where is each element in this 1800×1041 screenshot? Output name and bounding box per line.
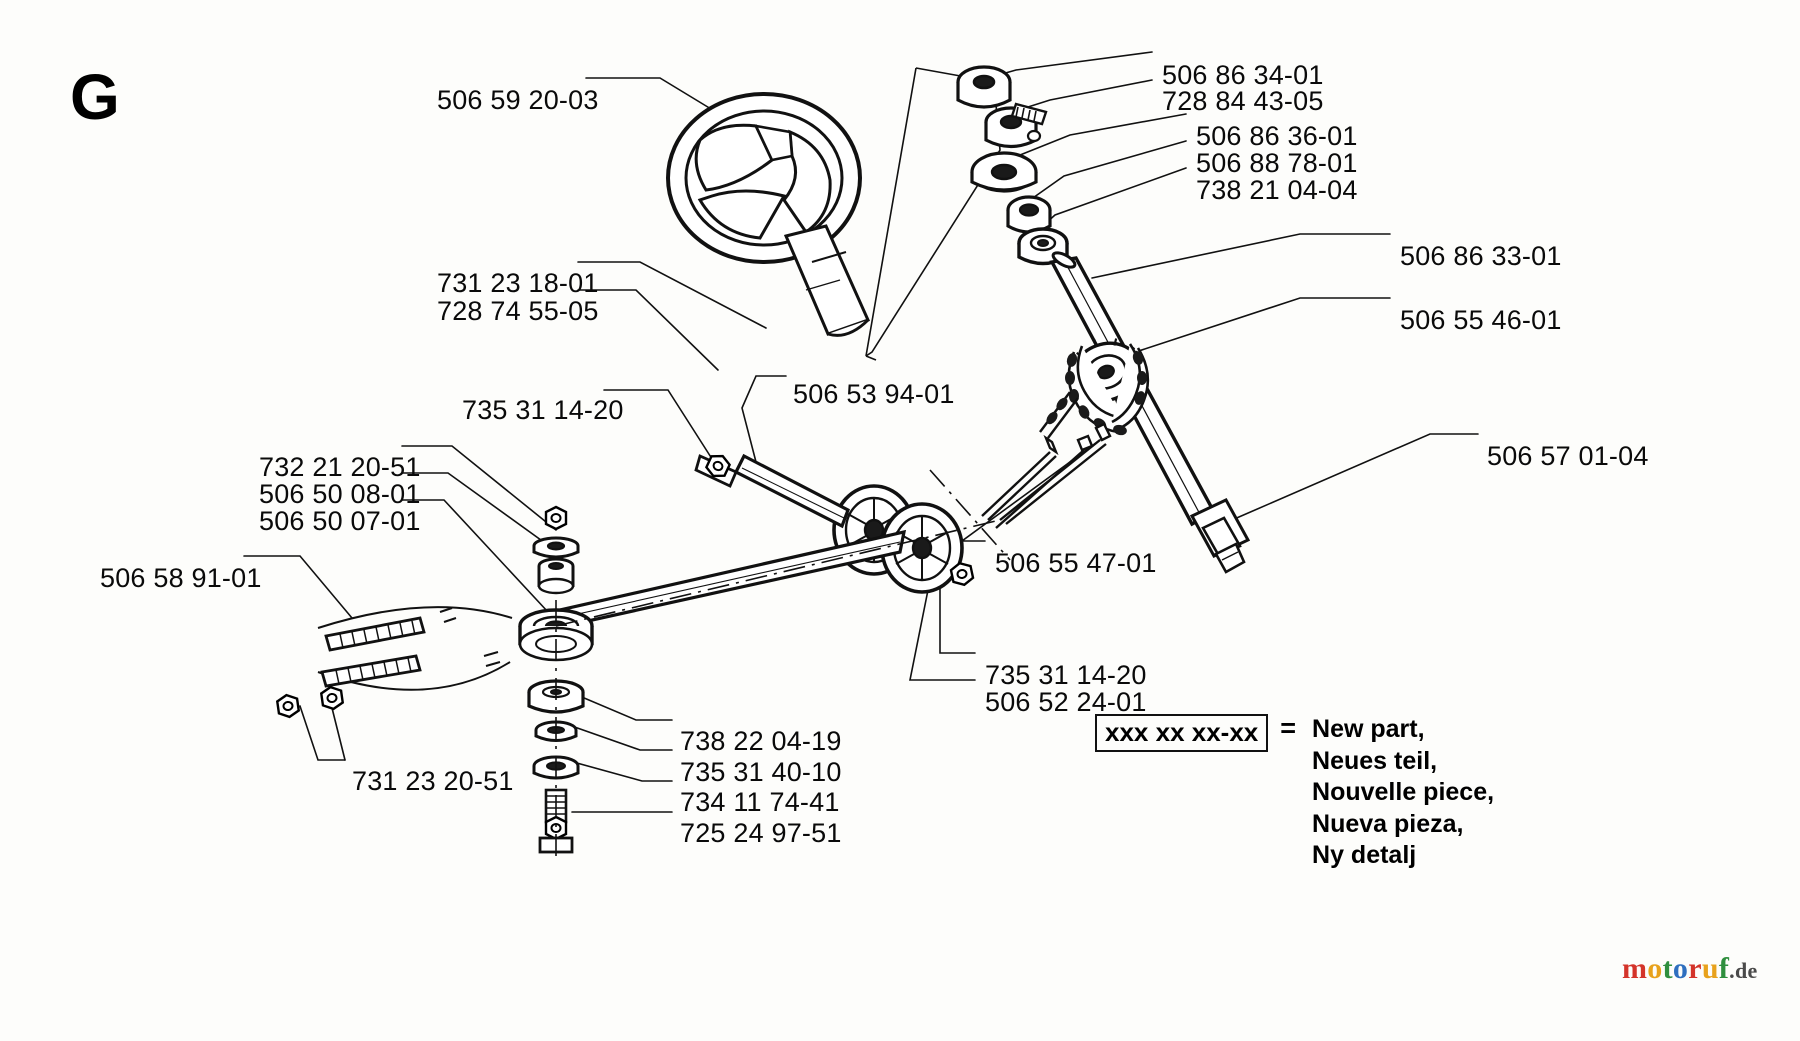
legend-line: Nouvelle piece, <box>1312 778 1495 806</box>
watermark-letter-o2: o <box>1672 952 1689 985</box>
part-number-label: 506 55 47-01 <box>995 548 1157 578</box>
part-number-label: 728 84 43-05 <box>1162 86 1324 116</box>
tie-rod <box>694 450 850 529</box>
part-number-label: 738 21 04-04 <box>1196 175 1358 205</box>
watermark-suffix: .de <box>1729 958 1758 983</box>
part-number-label: 506 53 94-01 <box>793 379 955 409</box>
part-number-label: 735 31 14-20 <box>985 660 1147 690</box>
chain <box>1067 343 1150 434</box>
part-number-label: 506 86 36-01 <box>1196 121 1358 151</box>
part-number-label: 735 31 40-10 <box>680 757 842 787</box>
part-number-label: 506 55 46-01 <box>1400 305 1562 335</box>
part-number-label: 732 21 20-51 <box>259 452 421 482</box>
console-outline <box>865 67 1001 361</box>
part-number-label: 506 58 91-01 <box>100 563 262 593</box>
part-number-label: 506 86 34-01 <box>1162 60 1324 90</box>
steering-cables <box>981 422 1112 529</box>
part-number-label: 738 22 04-19 <box>680 726 842 756</box>
legend-line: Neues teil, <box>1312 746 1438 775</box>
watermark-letter-f: f <box>1718 952 1730 985</box>
part-number-label: 506 59 20-03 <box>437 85 599 115</box>
legend-line: Ny detalj <box>1312 841 1417 869</box>
steering-sprocket <box>1039 338 1150 439</box>
watermark-letter-r: r <box>1688 952 1702 985</box>
watermark-letter-m: m <box>1622 952 1648 985</box>
motoruf-watermark: motoruf.de <box>1622 952 1758 986</box>
part-number-label: 731 23 20-51 <box>352 766 514 796</box>
upper-bearing-stack <box>956 65 1069 266</box>
watermark-letter-o1: o <box>1647 952 1663 985</box>
part-number-label: 735 31 14-20 <box>462 395 624 425</box>
part-number-label: 506 52 24-01 <box>985 687 1147 717</box>
left-tie-rods <box>275 606 513 720</box>
part-number-label: 734 11 74-41 <box>680 787 840 817</box>
legend-part-number-box: xxx xx xx-xx <box>1095 714 1269 753</box>
steering-wheel <box>666 92 871 337</box>
part-number-label: 725 24 97-51 <box>680 818 842 848</box>
section-letter: G <box>70 61 121 133</box>
watermark-letter-t: t <box>1662 952 1673 985</box>
set-screw <box>1010 102 1048 126</box>
front-axle-pivot-stack <box>518 505 594 854</box>
part-number-label: 506 57 01-04 <box>1487 441 1649 471</box>
legend-translations: New part, Neues teil, Nouvelle piece, Nueva… <box>1312 714 1494 872</box>
legend-line: Nueva pieza, <box>1312 809 1464 838</box>
watermark-letter-u: u <box>1701 952 1719 985</box>
part-number-label: 506 50 07-01 <box>259 506 421 536</box>
new-part-legend: xxx xx xx-xx = New part, Neues teil, Nouve… <box>1095 713 1494 872</box>
centerlines <box>555 469 1011 860</box>
part-number-label: 506 88 78-01 <box>1196 148 1358 178</box>
legend-line: New part, <box>1312 715 1425 743</box>
part-number-label: 728 74 55-05 <box>437 296 599 326</box>
legend-equals-sign: = <box>1280 713 1297 743</box>
part-number-label: 506 86 33-01 <box>1400 241 1562 271</box>
part-number-label: 731 23 18-01 <box>437 268 599 298</box>
part-number-label: 506 50 08-01 <box>259 479 421 509</box>
